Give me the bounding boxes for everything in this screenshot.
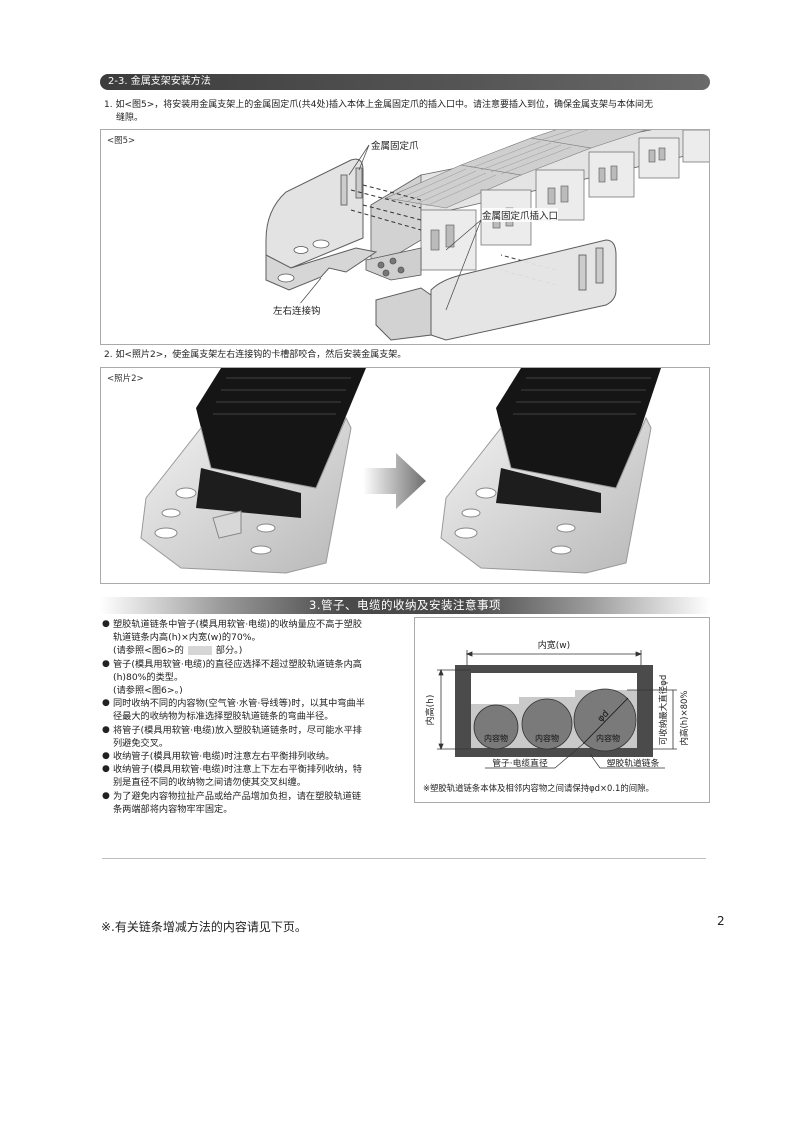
photo-before: [140, 368, 366, 574]
bullet-icon: ●: [102, 764, 110, 775]
chain-label: 塑胶轨道链条: [607, 757, 660, 769]
section-header-2-3: 2-3. 金属支架安装方法: [100, 74, 710, 90]
inner-width-label: 内宽(w): [538, 639, 570, 651]
list-item: ● 收纳管子(模具用软管·电缆)时注意上下左右平衡排列收纳，特 别是直径不同的收…: [102, 764, 362, 789]
list-item: ● 管子(模具用软管·电缆)的直径应选择不超过塑胶轨道链条内高 (h)80%的类…: [102, 658, 362, 697]
pipe-diameter-label: 管子·电缆直径: [492, 757, 548, 769]
inner-height-label: 内高(h): [424, 695, 436, 726]
figure-5-label: <图5>: [107, 136, 136, 146]
list-item: ● 将管子(模具用软管·电缆)放入塑胶轨道链条时，尽可能水平排 列避免交叉。: [102, 724, 362, 749]
height-80-label: 内高(h)×80%: [679, 690, 690, 745]
content-label-1: 内容物: [484, 733, 508, 743]
step-1-line-2: 缝隙。: [116, 113, 144, 123]
content-label-2: 内容物: [535, 733, 559, 743]
section-3-title: 3.管子、电缆的收纳及安装注意事项: [309, 598, 501, 612]
next-page-note: ※.有关链条增减方法的内容请见下页。: [101, 920, 307, 934]
page-number: 2: [717, 914, 725, 928]
bullet-icon: ●: [102, 751, 110, 762]
max-diameter-label: 可收纳最大直径φd: [658, 675, 669, 746]
callout-hook: 左右连接钩: [273, 303, 321, 317]
callout-claw-slot: 金属固定爪插入口: [482, 208, 559, 222]
list-item: ● 同时收纳不同的内容物(空气管·水管·导线等)时，以其中弯曲半 径最大的收纳物…: [102, 698, 365, 723]
precautions-list: ● 塑胶轨道链条中管子(模具用软管·电缆)的收纳量应不高于塑胶 轨道链条内高(h…: [102, 618, 407, 816]
bullet-icon: ●: [102, 658, 110, 669]
step-2-line: 2. 如<照片2>，使金属支架左右连接钩的卡槽部咬合，然后安装金属支架。: [104, 350, 407, 360]
bullet-icon: ●: [102, 698, 110, 709]
figure-6-diagram: 内宽(w) 内容物 内容物 内容物 φd 内高(h) 可收纳最大直径φd 内: [414, 617, 710, 803]
bracket-photos: [140, 368, 661, 574]
list-item: ● 塑胶轨道链条中管子(模具用软管·电缆)的收纳量应不高于塑胶 轨道链条内高(h…: [102, 619, 362, 657]
photo-2: <照片2>: [100, 367, 710, 584]
photo-2-label: <照片2>: [107, 374, 144, 384]
divider: [102, 858, 706, 859]
list-item: ● 为了避免内容物拉扯产品或给产品增加负担，请在塑胶轨道链 条两端部将内容物牢牢…: [102, 790, 362, 815]
bullet-icon: ●: [102, 619, 110, 629]
list-item: ● 收纳管子(模具用软管·电缆)时注意左右平衡排列收纳。: [102, 751, 335, 763]
step-1-line-1: 1. 如<图5>，将安装用金属支架上的金属固定爪(共4处)插入本体上金属固定爪的…: [104, 100, 654, 110]
bullet-icon: ●: [102, 790, 110, 801]
section-title: 2-3. 金属支架安装方法: [108, 76, 211, 87]
step-2-text: 2. 如<照片2>，使金属支架左右连接钩的卡槽部咬合，然后安装金属支架。: [104, 349, 406, 362]
bracket-assembly-illustration: [265, 130, 709, 341]
callout-metal-claw: 金属固定爪: [371, 138, 419, 152]
section-header-3: 3.管子、电缆的收纳及安装注意事项: [100, 597, 710, 614]
step-1-text: 1. 如<图5>，将安装用金属支架上的金属固定爪(共4处)插入本体上金属固定爪的…: [104, 99, 710, 125]
right-arrow-icon: [363, 453, 426, 509]
figure-5: <图5>: [100, 129, 710, 345]
content-label-3: 内容物: [596, 733, 620, 743]
bullet-icon: ●: [102, 724, 110, 735]
cross-section-diagram: 内宽(w) 内容物 内容物 内容物 φd 内高(h) 可收纳最大直径φd 内: [424, 639, 690, 769]
photo-after: [440, 368, 661, 574]
shaded-area-swatch: [187, 646, 212, 656]
clearance-note: ※塑胶轨道链条本体及相邻内容物之间请保持φd×0.1的间隙。: [423, 783, 654, 793]
